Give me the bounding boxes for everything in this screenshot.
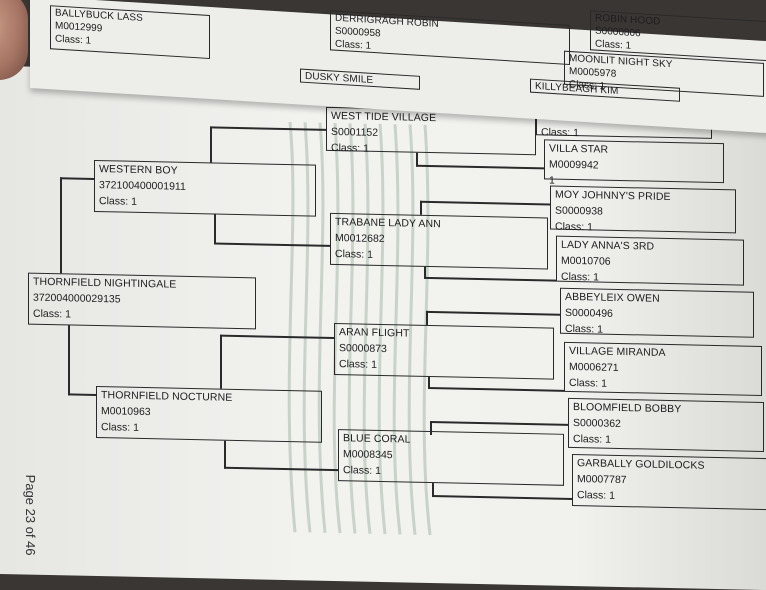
- horse-cls: Class: 1: [565, 322, 603, 336]
- horse-cls: Class: 1: [33, 307, 71, 321]
- horse-cls: Class: 1: [339, 358, 377, 371]
- prev-horse-name: DUSKY SMILE: [305, 70, 374, 86]
- pedigree-connector-line: [68, 325, 70, 396]
- pedigree-connector-line: [60, 177, 62, 274]
- pedigree-connector-line: [420, 200, 422, 215]
- pedigree-connector-line: [432, 495, 572, 500]
- thumb: [0, 0, 28, 80]
- pedigree-connector-line: [210, 126, 212, 163]
- horse-cls: Class: 1: [561, 270, 599, 284]
- pedigree-connector-line: [214, 214, 216, 245]
- horse-cls: Class: 1: [99, 195, 137, 208]
- horse-cls: Class: 1: [573, 433, 611, 446]
- pedigree-connector-line: [60, 177, 94, 180]
- horse-cls: Class: 1: [335, 248, 373, 261]
- pedigree-connector-line: [430, 421, 568, 426]
- pedigree-connector-line: [224, 440, 226, 469]
- pedigree-connector-line: [426, 310, 428, 325]
- pedigree-connector-line: [430, 421, 432, 436]
- horse-cls: Class: 1: [577, 489, 615, 502]
- horse-cls: Class: 1: [569, 376, 607, 390]
- horse-cls: Class: 1: [101, 421, 139, 434]
- page-number: Page 23 of 46: [23, 474, 38, 556]
- horse-watermark-icon: [287, 121, 432, 536]
- pedigree-connector-line: [68, 393, 96, 397]
- pedigree-connector-line: [220, 334, 222, 389]
- prev-horse-box-dusky: DUSKY SMILE: [300, 68, 420, 90]
- horse-cls: Class: 1: [343, 464, 381, 477]
